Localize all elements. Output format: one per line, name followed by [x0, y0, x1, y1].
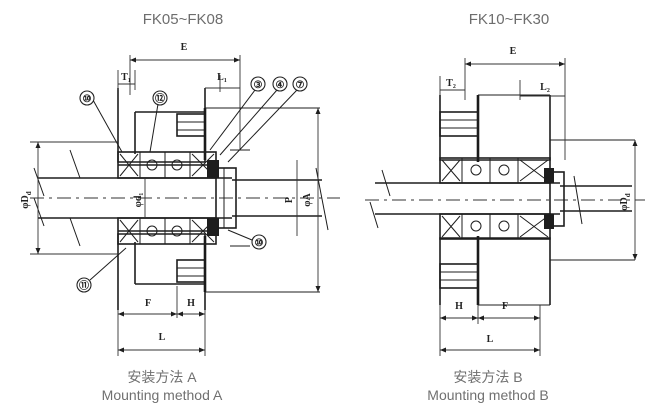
label-b-l: L [487, 334, 494, 345]
diagram-a-dimensions: E T₁ L₁ φDd φd₁ P φA [20, 42, 321, 356]
diagram-a-callouts: ⑩ ⑫ ③ ④ ⑦ ⑩ ⑪ [76, 76, 308, 293]
label-e: E [181, 42, 188, 53]
label-p: P [284, 197, 295, 203]
diagram-b-bearings-bottom [439, 213, 554, 240]
diagram-b-title: FK10~FK30 [469, 11, 549, 28]
label-l1: L₁ [217, 72, 227, 83]
diagram-b-caption-cn: 安装方法 B [453, 369, 522, 385]
label-b-l2: L₂ [540, 82, 550, 93]
diagram-a-bearings-top [117, 151, 219, 179]
diagram-a-caption-cn: 安装方法 A [127, 369, 197, 385]
diagram-a-caption-en: Mounting method A [102, 387, 223, 403]
label-t1: T₁ [121, 72, 131, 83]
diagram-b: FK10~FK30 [365, 11, 645, 403]
callout-4: ④ [276, 80, 285, 91]
label-h: H [187, 298, 195, 309]
callout-3: ③ [254, 80, 263, 91]
diagram-a-bearings-bottom [117, 217, 219, 245]
callout-11: ⑪ [79, 279, 89, 292]
callout-10-top: ⑩ [83, 94, 92, 105]
diagram-a-locknut [215, 167, 237, 229]
callout-7: ⑦ [296, 80, 305, 91]
label-b-e: E [510, 46, 517, 57]
diagram-a-title: FK05~FK08 [143, 11, 223, 28]
diagram-b-dimensions: E T₂ L₂ φDd H F L [439, 46, 638, 356]
diagram-a: FK05~FK08 [20, 11, 340, 403]
diagram-b-shaft [365, 169, 645, 229]
diagram-b-caption-en: Mounting method B [427, 387, 548, 403]
label-phi-a: φA [302, 192, 313, 206]
label-l: L [159, 332, 166, 343]
label-f: F [145, 298, 151, 309]
label-b-f: F [502, 301, 508, 312]
callout-10-bottom: ⑩ [255, 238, 264, 249]
label-phi-d: φDd [20, 191, 33, 208]
label-phi-d1: φd₁ [133, 193, 144, 208]
diagram-b-housing [439, 94, 635, 306]
label-b-t2: T₂ [446, 78, 456, 89]
label-b-phi-d: φDd [619, 193, 632, 210]
diagram-b-bearings-top [439, 157, 554, 184]
label-b-h: H [455, 301, 463, 312]
callout-12: ⑫ [155, 92, 165, 105]
diagram-b-locknut [549, 171, 565, 227]
